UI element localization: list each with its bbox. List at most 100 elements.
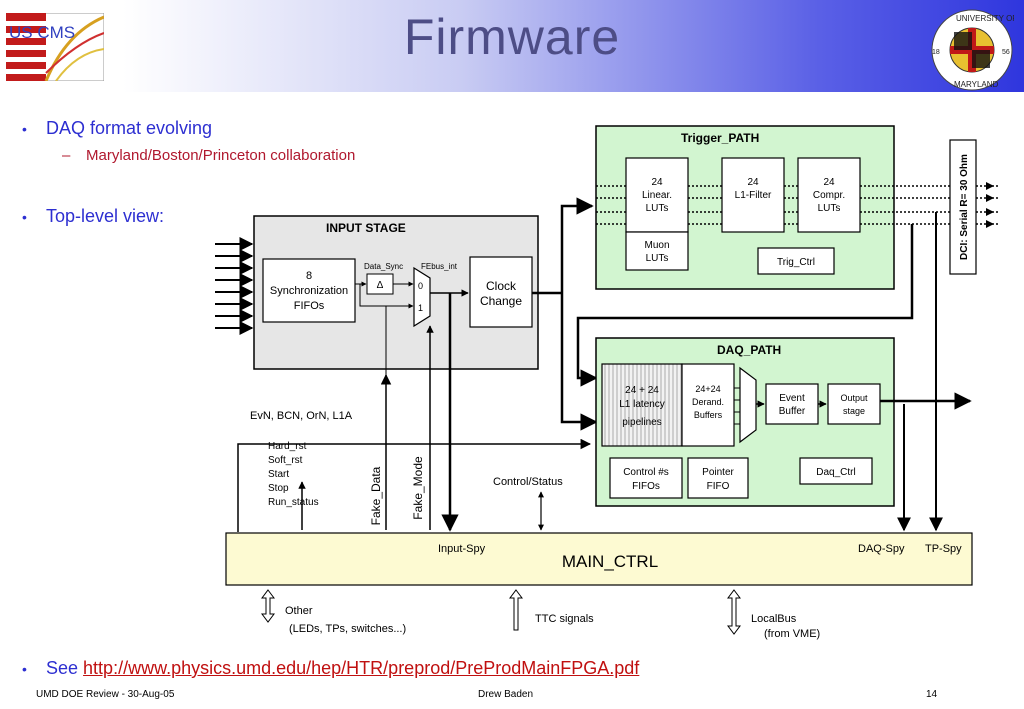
seal-bottom-text: MARYLAND [954, 80, 999, 89]
input-stage-title: INPUT STAGE [326, 221, 406, 235]
ttc-arrow-icon [509, 589, 523, 631]
sync-fifos-label: FIFOs [294, 300, 325, 312]
pointer-fifo-label: FIFO [707, 481, 730, 492]
compr-luts-label: 24 [823, 177, 835, 188]
seal-year-left: 18 [932, 49, 940, 56]
pipelines-label: L1 latency [619, 399, 665, 410]
uscms-logo-text: US CMS [9, 23, 75, 42]
preprod-pdf-link[interactable]: http://www.physics.umd.edu/hep/HTR/prepr… [83, 658, 640, 678]
tp-spy-label: TP-Spy [925, 543, 962, 555]
signal-stop: Stop [268, 483, 289, 494]
event-buffer-label: Buffer [779, 406, 806, 417]
compr-luts-label: Compr. [813, 190, 845, 201]
output-stage-label: stage [843, 406, 865, 416]
derand-label: Derand. [692, 397, 724, 407]
sync-fifos-box [262, 258, 356, 323]
compr-luts-label: LUTs [818, 203, 841, 214]
sync-fifos-label: 8 [306, 270, 312, 282]
footer-center: Drew Baden [478, 689, 534, 700]
header-band [0, 0, 1024, 92]
umd-seal-logo: UNIVERSITY OF MARYLAND 18 56 [931, 9, 1014, 91]
other-label: Other [285, 605, 313, 617]
signal-start: Start [268, 469, 289, 480]
localbus-arrow-icon [727, 589, 741, 635]
localbus-label: LocalBus [751, 613, 797, 625]
l1-filter-label: 24 [747, 177, 759, 188]
derand-buffers-box [681, 363, 735, 447]
muon-luts-box [625, 231, 689, 271]
output-stage-box [827, 383, 881, 425]
pipelines-label: 24 + 24 [625, 385, 659, 396]
sub-bullet-collab: Maryland/Boston/Princeton collaboration [86, 147, 356, 164]
mux [413, 266, 431, 328]
bullet-top-level: Top-level view: [46, 206, 165, 226]
pipelines-label: pipelines [622, 417, 661, 428]
main-ctrl-label: MAIN_CTRL [562, 552, 658, 571]
trig-ctrl-box [757, 247, 835, 275]
other-detail-label: (LEDs, TPs, switches...) [289, 623, 406, 635]
other-arrow-icon [261, 589, 275, 623]
daq-spy-label: DAQ-Spy [858, 543, 905, 555]
input-spy-label: Input-Spy [438, 543, 486, 555]
derand-label: Buffers [694, 410, 723, 420]
pipelines-box [601, 363, 683, 447]
trig-ctrl-label: Trig_Ctrl [777, 257, 815, 268]
slide-title: Firmware [403, 9, 621, 65]
clock-change-box [469, 256, 533, 328]
daq-ctrl-label: Daq_Ctrl [816, 467, 855, 478]
dci-label: DCI: Serial R= 30 Ohm [959, 154, 970, 260]
control-fifos-label: FIFOs [632, 481, 660, 492]
event-buffer-box [765, 383, 819, 425]
muon-luts-label: LUTs [646, 253, 669, 264]
linear-luts-label: 24 [651, 177, 663, 188]
main-ctrl-box [225, 532, 973, 586]
mux-1-label: 1 [418, 303, 423, 313]
control-fifos-box [609, 457, 683, 499]
control-status-label: Control/Status [493, 476, 563, 488]
linear-luts-box [625, 157, 689, 233]
input-arrows [215, 237, 254, 335]
trigger-path-title: Trigger_PATH [681, 131, 759, 145]
seal-top-text: UNIVERSITY OF [956, 14, 1014, 23]
linear-luts-label: LUTs [646, 203, 669, 214]
seal-year-right: 56 [1002, 49, 1010, 56]
bullet-daq-format: DAQ format evolving [46, 118, 213, 138]
dci-box [949, 139, 977, 275]
footer-page-number: 14 [926, 689, 938, 700]
daq-inner-arrows [734, 387, 740, 425]
data-sync-label: Data_Sync [364, 262, 403, 271]
bullet-glyph: • [22, 661, 27, 677]
footer-left: UMD DOE Review - 30-Aug-05 [36, 689, 175, 700]
derand-label: 24+24 [695, 384, 720, 394]
daq-path-title: DAQ_PATH [717, 343, 781, 357]
sub-bullet-glyph: – [62, 147, 71, 164]
control-fifos-label: Control #s [623, 467, 669, 478]
fake-data-label: Fake_Data [369, 466, 383, 525]
ttc-label: TTC signals [535, 613, 594, 625]
localbus-detail-label: (from VME) [764, 628, 820, 640]
daq-ctrl-box [799, 457, 873, 485]
delta-label: Δ [377, 280, 384, 291]
febus-int-label: FEbus_int [421, 262, 458, 271]
evn-label: EvN, BCN, OrN, L1A [250, 410, 353, 422]
bullet-glyph: • [22, 209, 27, 225]
daq-mux [739, 366, 757, 444]
output-stage-label: Output [840, 393, 868, 403]
event-buffer-label: Event [779, 393, 805, 404]
muon-luts-label: Muon [644, 240, 669, 251]
bullet-glyph: • [22, 121, 27, 137]
pointer-fifo-box [687, 457, 749, 499]
see-prefix: See [46, 658, 79, 678]
linear-luts-label: Linear. [642, 190, 672, 201]
signal-soft-rst: Soft_rst [268, 455, 303, 466]
l1-filter-label: L1-Filter [735, 190, 772, 201]
clock-change-label: Clock [486, 279, 517, 293]
pointer-fifo-label: Pointer [702, 467, 734, 478]
uscms-logo: US CMS [6, 13, 104, 81]
fake-mode-label: Fake_Mode [411, 456, 425, 520]
sync-fifos-label: Synchronization [270, 285, 348, 297]
clock-change-label: Change [480, 294, 522, 308]
mux-0-label: 0 [418, 281, 423, 291]
signal-run-status: Run_status [268, 497, 319, 508]
